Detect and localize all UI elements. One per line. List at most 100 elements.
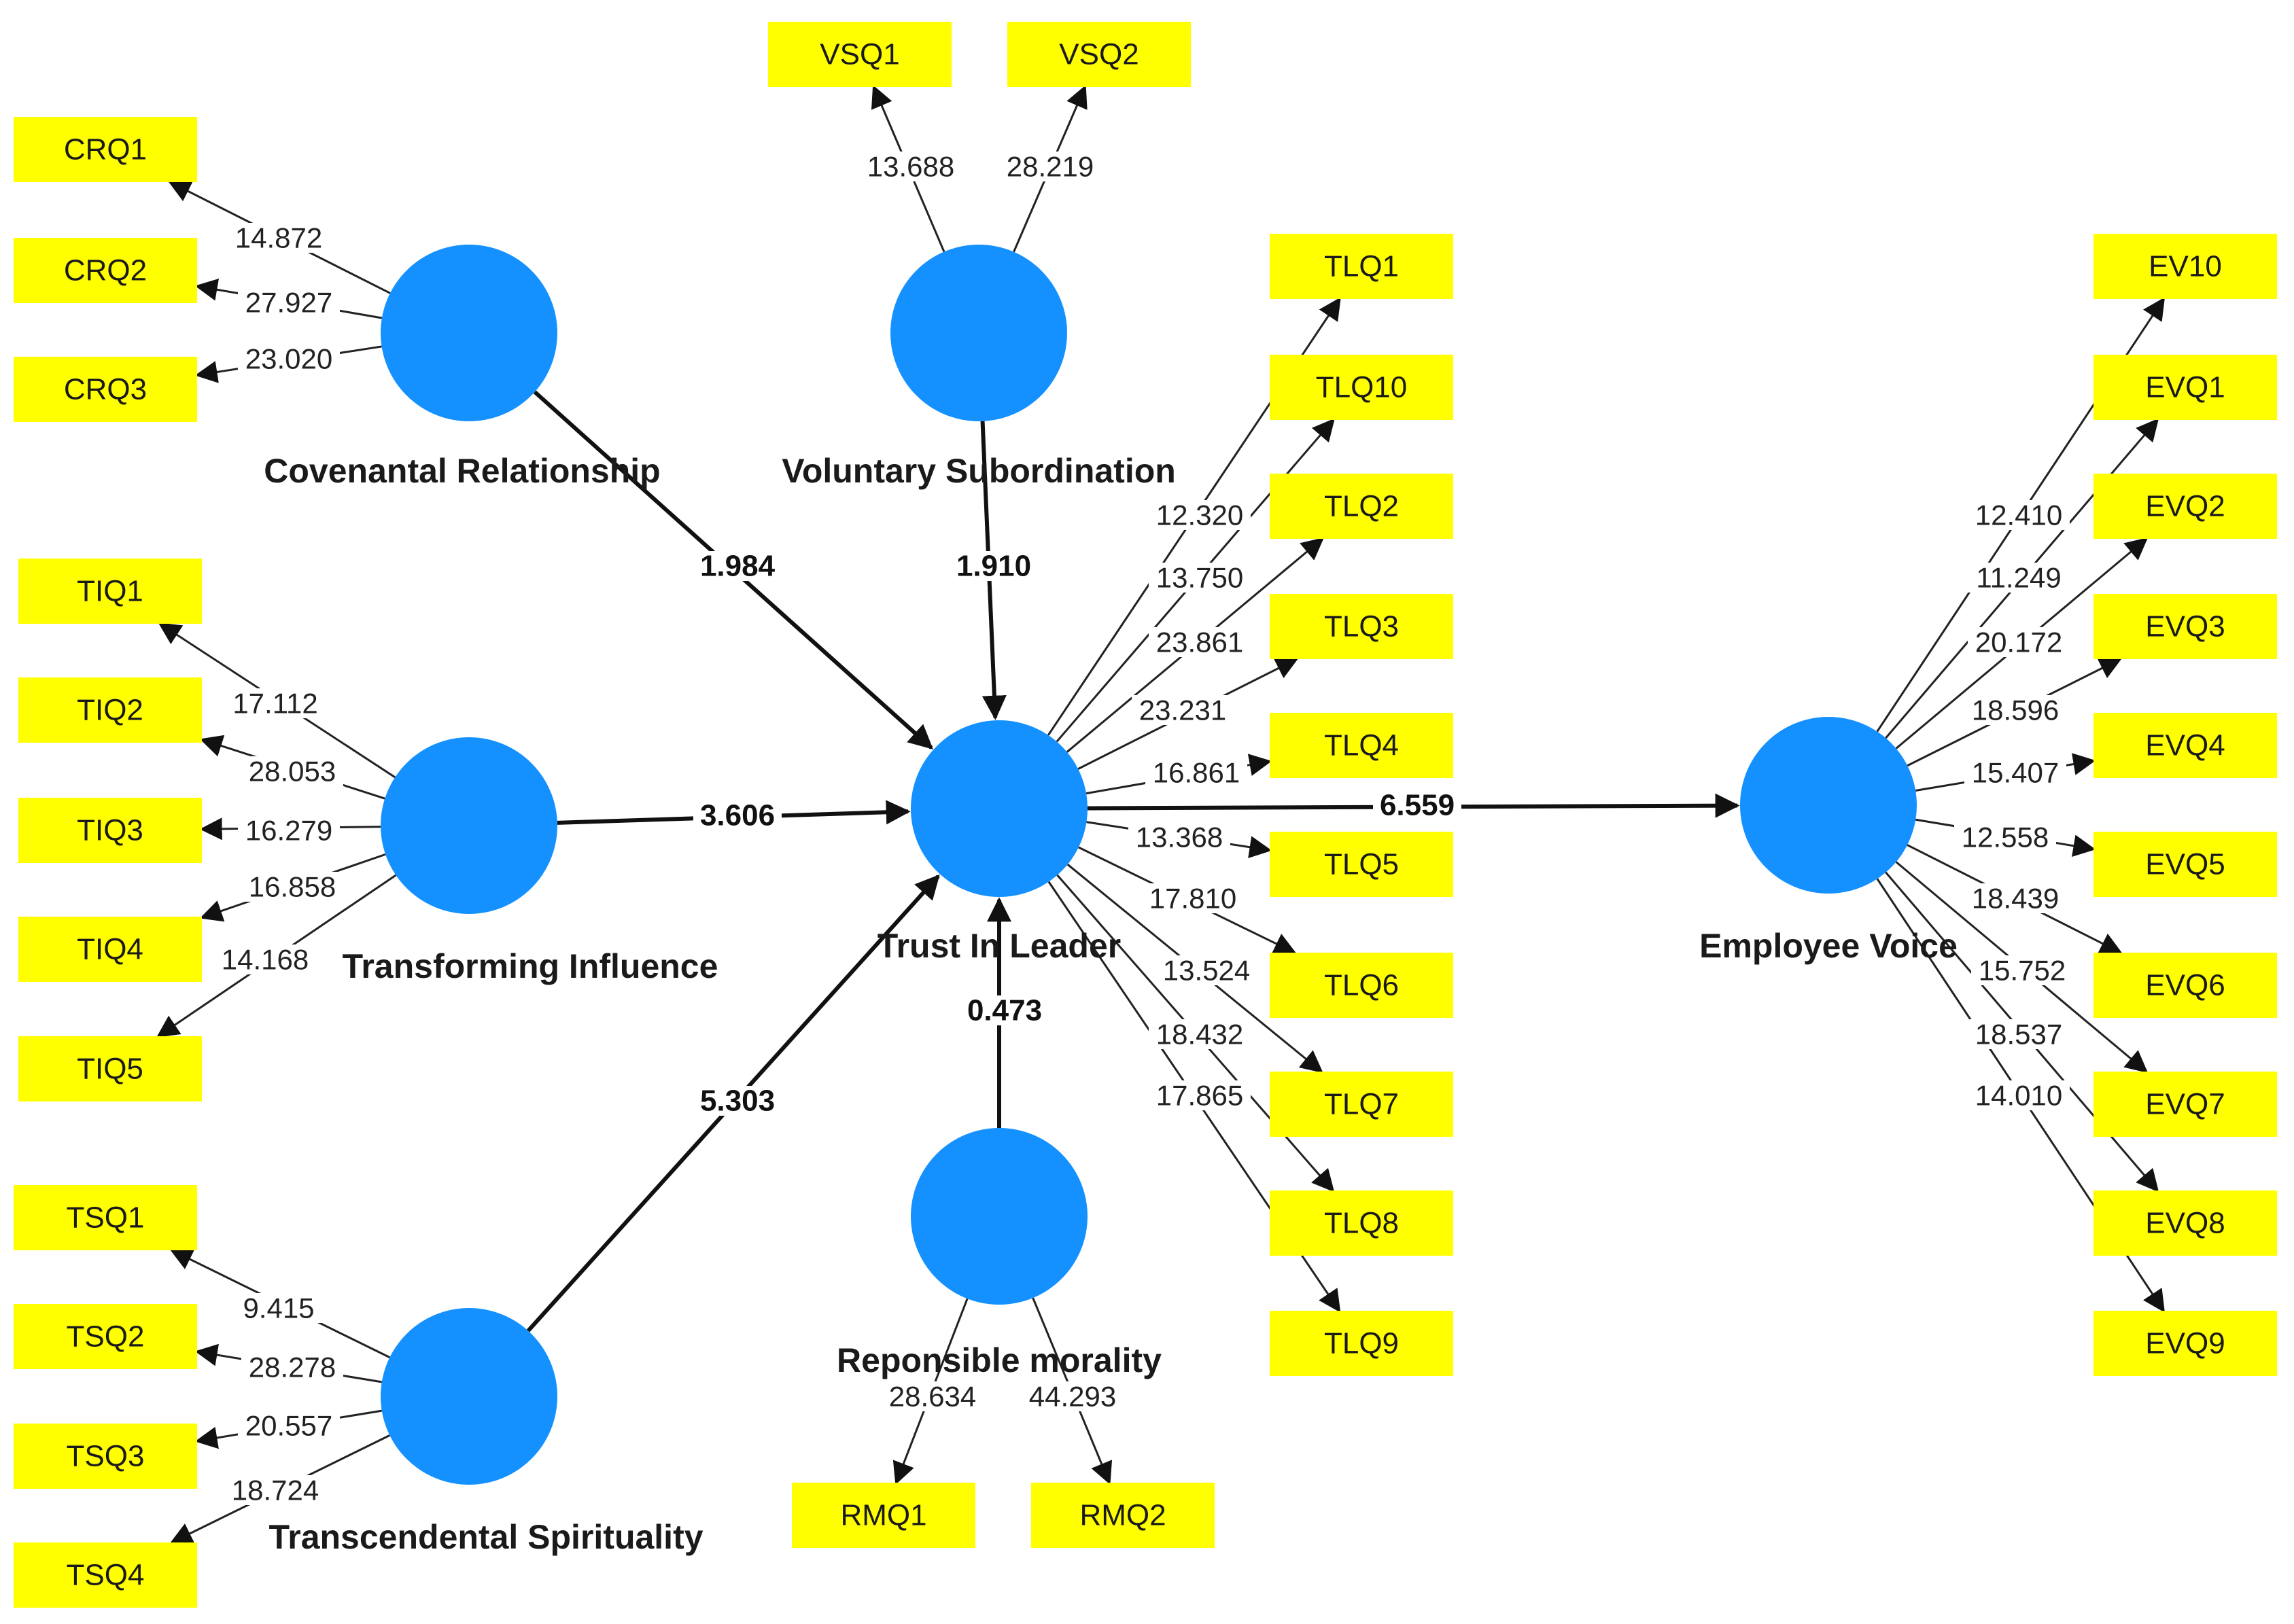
indicator-ev10[interactable]: EV10	[2093, 234, 2277, 299]
indicator-box	[2093, 953, 2277, 1018]
indicator-tlq10[interactable]: TLQ10	[1270, 355, 1453, 420]
indicator-tlq2[interactable]: TLQ2	[1270, 474, 1453, 539]
indicator-evq3[interactable]: EVQ3	[2093, 594, 2277, 659]
indicator-evq1[interactable]: EVQ1	[2093, 355, 2277, 420]
indicator-tlq3[interactable]: TLQ3	[1270, 594, 1453, 659]
indicator-evq6[interactable]: EVQ6	[2093, 953, 2277, 1018]
indicator-crq2[interactable]: CRQ2	[14, 238, 197, 303]
loading-value-tiq5: 14.168	[214, 944, 316, 976]
indicator-label: TLQ6	[1324, 969, 1399, 1002]
loading-value-tlq4-text: 16.861	[1153, 757, 1240, 789]
indicator-box	[18, 798, 202, 863]
loading-value-tiq3: 16.279	[238, 815, 340, 847]
indicator-label: TLQ5	[1324, 848, 1399, 881]
loading-value-evq4: 15.407	[1964, 757, 2066, 789]
construct-voluntary-subordination[interactable]: Voluntary Subordination	[782, 245, 1176, 490]
construct-transcendental-spirituality[interactable]: Transcendental Spirituality	[268, 1308, 703, 1556]
indicator-tlq1[interactable]: TLQ1	[1270, 234, 1453, 299]
indicator-box	[1270, 713, 1453, 778]
indicator-tlq8[interactable]: TLQ8	[1270, 1190, 1453, 1256]
indicator-box	[18, 559, 202, 624]
indicator-evq2[interactable]: EVQ2	[2093, 474, 2277, 539]
loading-value-tlq3: 23.231	[1132, 694, 1234, 726]
indicator-label: TLQ3	[1324, 610, 1399, 643]
indicator-tiq5[interactable]: TIQ5	[18, 1036, 202, 1101]
loading-value-rmq2: 44.293	[1022, 1381, 1124, 1413]
indicator-label: TLQ2	[1324, 490, 1399, 523]
path-value-ti-tl-background	[693, 800, 782, 830]
indicator-box	[1270, 594, 1453, 659]
indicator-tlq6[interactable]: TLQ6	[1270, 953, 1453, 1018]
loading-value-rmq1-text: 28.634	[889, 1381, 976, 1413]
indicator-tlq7[interactable]: TLQ7	[1270, 1072, 1453, 1137]
indicator-label: VSQ2	[1059, 38, 1139, 71]
indicator-label: TIQ1	[77, 575, 143, 608]
indicator-crq1[interactable]: CRQ1	[14, 117, 197, 182]
indicator-tsq1[interactable]: TSQ1	[14, 1185, 197, 1250]
indicator-evq4[interactable]: EVQ4	[2093, 713, 2277, 778]
indicator-tlq5[interactable]: TLQ5	[1270, 832, 1453, 897]
indicator-box	[14, 1304, 197, 1369]
loading-value-crq1: 14.872	[228, 222, 330, 254]
loading-value-tsq3-background	[238, 1411, 340, 1441]
indicator-crq3[interactable]: CRQ3	[14, 357, 197, 422]
construct-label: Voluntary Subordination	[782, 452, 1176, 490]
indicator-box	[1007, 22, 1191, 87]
indicator-tlq9[interactable]: TLQ9	[1270, 1311, 1453, 1376]
loading-value-tsq2-background	[241, 1352, 343, 1382]
indicator-evq9[interactable]: EVQ9	[2093, 1311, 2277, 1376]
indicator-label: EVQ3	[2145, 610, 2225, 643]
indicator-label: TLQ4	[1324, 729, 1399, 762]
indicator-box	[2093, 474, 2277, 539]
construct-label: Trust In Leader	[877, 927, 1121, 965]
indicator-tlq4[interactable]: TLQ4	[1270, 713, 1453, 778]
indicator-label: TLQ1	[1324, 250, 1399, 283]
indicator-label: TIQ2	[77, 694, 143, 727]
indicator-label: EVQ8	[2145, 1207, 2225, 1240]
construct-trust-in-leader[interactable]: Trust In Leader	[877, 720, 1121, 965]
loading-value-tlq3-text: 23.231	[1139, 694, 1226, 726]
indicator-tiq2[interactable]: TIQ2	[18, 677, 202, 743]
indicator-tiq1[interactable]: TIQ1	[18, 559, 202, 624]
indicator-label: TSQ1	[67, 1201, 145, 1235]
indicator-evq5[interactable]: EVQ5	[2093, 832, 2277, 897]
path-value-vs-tl-text: 1.910	[956, 550, 1031, 583]
indicator-vsq1[interactable]: VSQ1	[768, 22, 952, 87]
indicator-evq8[interactable]: EVQ8	[2093, 1190, 2277, 1256]
indicator-tiq3[interactable]: TIQ3	[18, 798, 202, 863]
indicator-box	[14, 238, 197, 303]
construct-reponsible-morality[interactable]: Reponsible morality	[837, 1128, 1162, 1379]
indicator-rmq1[interactable]: RMQ1	[792, 1483, 975, 1548]
indicator-tsq3[interactable]: TSQ3	[14, 1424, 197, 1489]
indicator-label: CRQ1	[64, 133, 147, 166]
loading-value-tsq1-text: 9.415	[243, 1292, 314, 1324]
loading-value-tlq6-background	[1142, 883, 1244, 913]
indicator-rmq2[interactable]: RMQ2	[1031, 1483, 1215, 1548]
loading-value-evq3: 18.596	[1964, 694, 2066, 726]
indicator-tsq4[interactable]: TSQ4	[14, 1542, 197, 1608]
indicator-tsq2[interactable]: TSQ2	[14, 1304, 197, 1369]
indicator-vsq2[interactable]: VSQ2	[1007, 22, 1191, 87]
indicator-tiq4[interactable]: TIQ4	[18, 917, 202, 982]
construct-employee-voice[interactable]: Employee Voice	[1699, 717, 1958, 965]
loading-value-vsq1: 13.688	[860, 151, 962, 183]
loading-value-evq2-text: 20.172	[1975, 626, 2062, 658]
loading-value-evq2: 20.172	[1968, 626, 2070, 658]
construct-covenantal-relationship[interactable]: Covenantal Relationship	[264, 245, 661, 490]
path-value-cr-tl-text: 1.984	[700, 550, 776, 583]
path-value-ts-tl-background	[693, 1086, 782, 1116]
indicator-label: RMQ2	[1079, 1499, 1166, 1532]
loading-value-evq5: 12.558	[1954, 822, 2056, 853]
loading-value-tiq1-background	[224, 688, 326, 718]
loading-value-tiq3-text: 16.279	[245, 815, 332, 847]
loading-value-evq5-text: 12.558	[1962, 822, 2049, 853]
indicator-box	[1270, 1190, 1453, 1256]
indicator-label: EVQ4	[2145, 729, 2225, 762]
loading-value-tlq8-text: 18.432	[1156, 1019, 1243, 1051]
indicator-box	[1270, 355, 1453, 420]
indicator-label: CRQ2	[64, 254, 147, 287]
loading-value-tlq5: 13.368	[1128, 822, 1230, 853]
construct-transforming-influence[interactable]: Transforming Influence	[343, 737, 718, 985]
loading-value-evq7-background	[1971, 955, 2073, 985]
indicator-evq7[interactable]: EVQ7	[2093, 1072, 2277, 1137]
